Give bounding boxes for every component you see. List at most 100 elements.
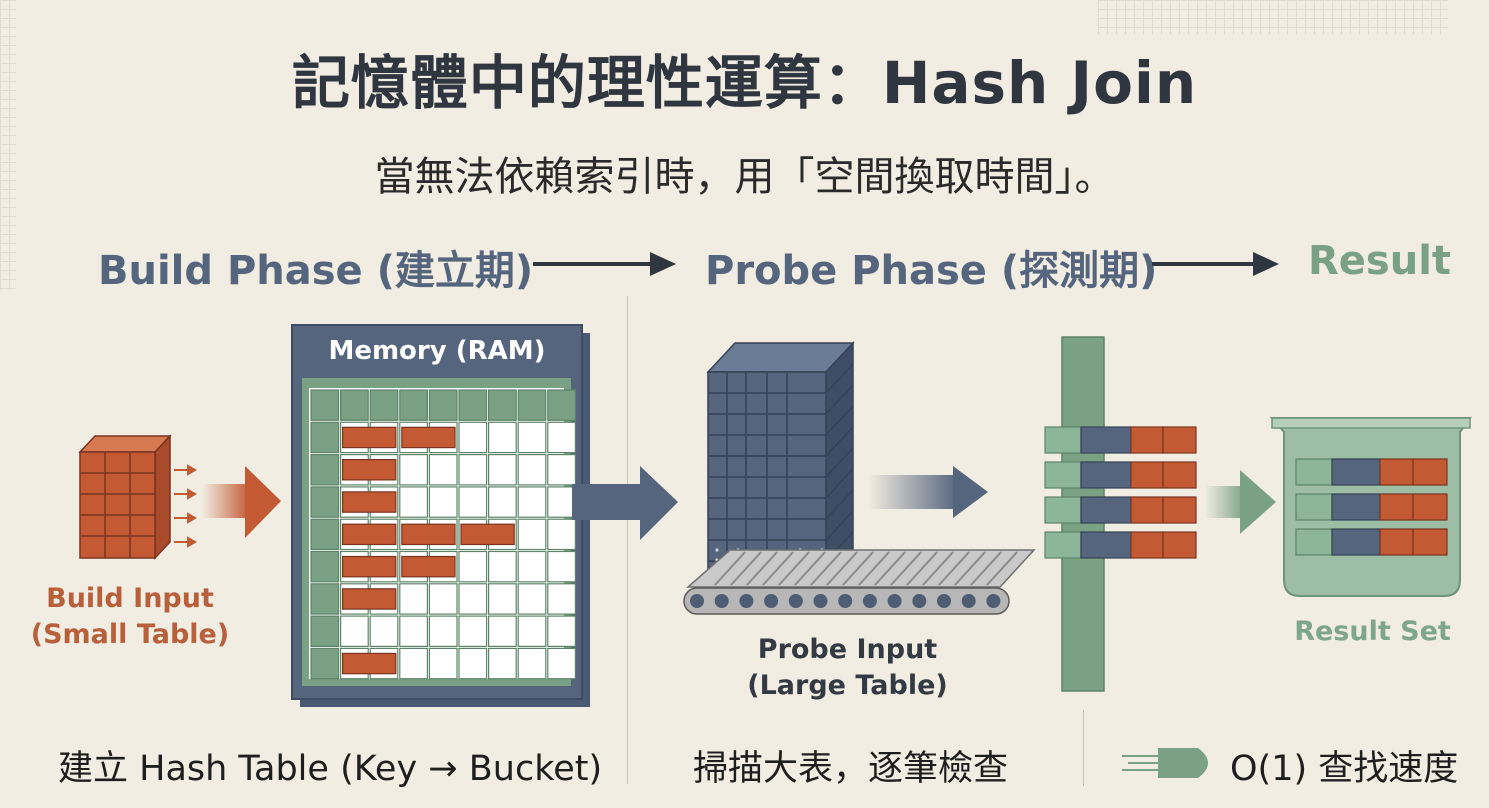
hash-cell (458, 421, 488, 454)
hash-cell (517, 615, 547, 647)
hash-cell (310, 486, 340, 518)
probe-input-line-1: Probe Input (757, 634, 938, 665)
result-probe-cell (1331, 493, 1381, 521)
memory-to-probe-arrow (572, 466, 678, 540)
result-build-cell (1379, 493, 1414, 521)
conveyor-stripe (810, 551, 842, 586)
grid-decoration-top-right (1098, 0, 1448, 34)
conveyor-roller (764, 594, 779, 608)
brick-cube-icon (78, 434, 198, 560)
server-stack-icon (706, 341, 855, 587)
memory-title: Memory (RAM) (328, 336, 546, 366)
conveyor-roller (912, 594, 927, 608)
conveyor-roller (714, 594, 729, 608)
hash-cell (428, 454, 458, 486)
hash-table-grid-icon (310, 389, 576, 680)
hash-cell (517, 421, 547, 454)
hash-bucket-entry (342, 555, 397, 578)
probe-input-line-2: (Large Table) (747, 670, 948, 701)
build-input-label: Build Input (Small Table) (20, 581, 240, 653)
hash-cell (517, 583, 547, 615)
build-arrow (202, 466, 281, 538)
server-side-line (825, 489, 854, 520)
hash-cell (399, 454, 428, 486)
grid-decoration-top-left (0, 0, 16, 290)
result-probe-cell (1331, 458, 1381, 486)
hash-cell (458, 615, 488, 647)
join-build-cell (1130, 496, 1164, 524)
phase-arrow-1 (533, 252, 676, 276)
join-key-cell (1044, 426, 1082, 454)
hash-cell (310, 583, 340, 615)
result-caption: O(1) 查找速度 (1230, 749, 1459, 789)
phase-result-label: Result (1308, 238, 1452, 284)
conveyor-stripe (938, 551, 970, 586)
hash-cell (488, 550, 517, 583)
hash-cell (547, 647, 576, 680)
hash-cell (488, 615, 517, 647)
result-set-label: Result Set (1294, 616, 1451, 647)
conveyor-roller (739, 594, 754, 608)
hash-cell (458, 550, 488, 583)
hash-cell (547, 421, 576, 454)
hash-cell (547, 486, 576, 518)
conveyor-stripe (922, 551, 954, 586)
join-build-cell (1162, 496, 1197, 524)
join-build-cell (1162, 531, 1197, 559)
hash-cell (488, 486, 517, 518)
speed-bullet-icon (1122, 748, 1208, 778)
hash-cell (428, 583, 458, 615)
result-key-cell (1295, 528, 1333, 556)
conveyor-stripe (794, 551, 826, 586)
conveyor-stripe (858, 551, 890, 586)
build-caption: 建立 Hash Table (Key → Bucket) (58, 749, 603, 789)
join-probe-cell (1080, 426, 1132, 454)
conveyor-roller (986, 594, 1001, 608)
server-led (715, 548, 719, 552)
hash-cell (547, 454, 576, 486)
hash-bucket-entry (401, 426, 456, 449)
join-probe-cell (1080, 496, 1132, 524)
join-key-cell (1044, 461, 1082, 489)
probe-caption: 掃描大表，逐筆檢查 (693, 749, 1009, 789)
hash-cell (310, 421, 340, 454)
hash-cell (517, 454, 547, 486)
hash-cell (310, 454, 340, 486)
probe-arrow (868, 466, 988, 518)
hash-cell (310, 550, 340, 583)
hash-cell (547, 583, 576, 615)
hash-cell (310, 389, 340, 421)
conveyor-roller (788, 594, 803, 608)
join-build-cell (1130, 426, 1164, 454)
divider-probe-result (1083, 710, 1084, 786)
conveyor-roller (838, 594, 853, 608)
result-probe-cell (1331, 528, 1381, 556)
hash-cell (517, 389, 547, 421)
probe-input-label: Probe Input (Large Table) (730, 632, 965, 704)
server-side-line (825, 447, 854, 478)
hash-bucket-entry (401, 555, 456, 578)
hash-cell (488, 647, 517, 680)
hash-cell (547, 518, 576, 551)
hash-cell (517, 550, 547, 583)
hash-cell (547, 615, 576, 647)
join-probe-cell (1080, 531, 1132, 559)
conveyor-roller (961, 594, 976, 608)
hash-bucket-entry (342, 426, 397, 449)
hash-bucket-entry (460, 523, 515, 546)
hash-cell (428, 647, 458, 680)
hash-cell (517, 518, 547, 551)
hash-cell (488, 583, 517, 615)
hash-cell (458, 454, 488, 486)
conveyor-roller (862, 594, 877, 608)
server-side-line (825, 363, 854, 394)
build-input-line-2: (Small Table) (30, 619, 230, 650)
divider-build-probe (627, 296, 628, 784)
join-key-cell (1044, 531, 1082, 559)
hash-cell (399, 486, 428, 518)
join-build-cell (1162, 461, 1197, 489)
conveyor-stripe (842, 551, 874, 586)
server-side-line (825, 468, 854, 499)
join-build-cell (1130, 531, 1164, 559)
